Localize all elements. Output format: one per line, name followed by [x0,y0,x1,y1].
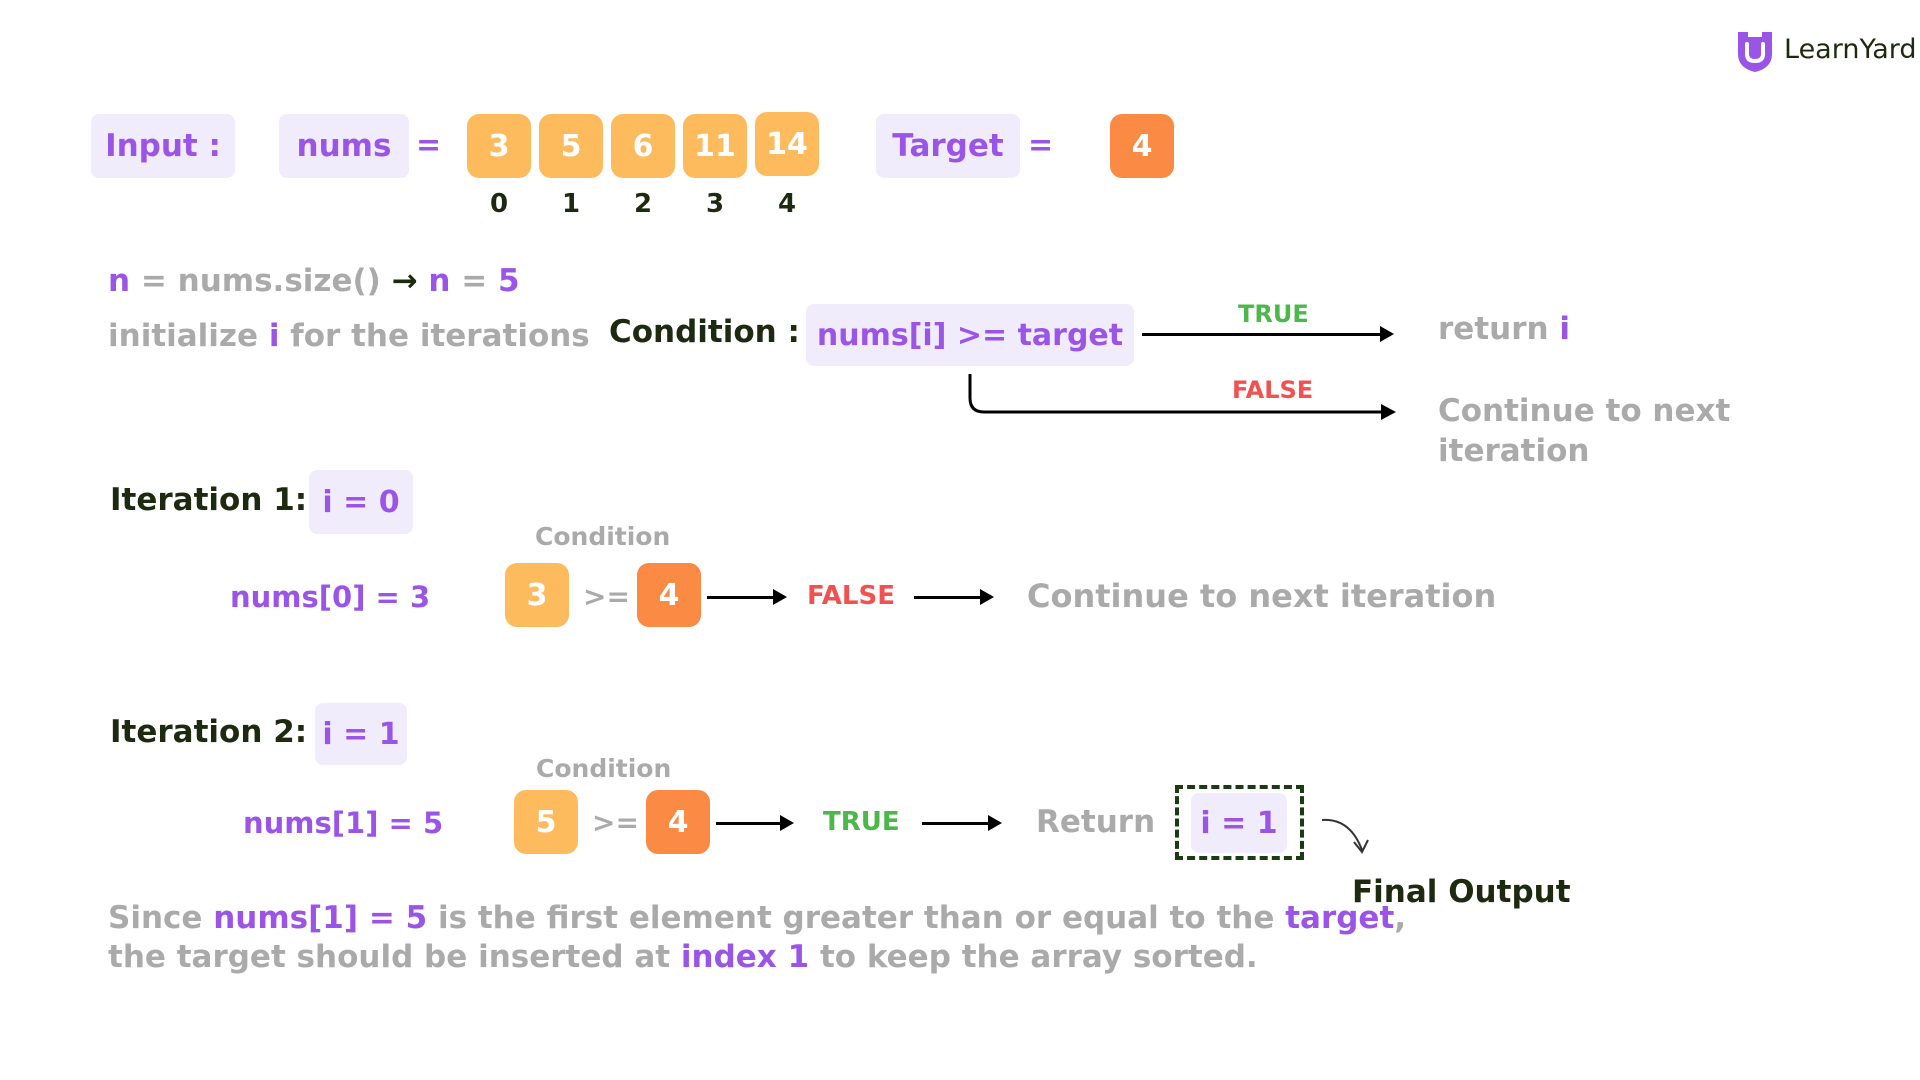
setup-n2: n [428,263,451,299]
conclusion-p5: to keep the array sorted. [819,939,1258,975]
iteration2-right: 4 [646,790,710,854]
setup-arrow: → [391,263,418,299]
nums-label: nums [279,114,409,178]
iteration1-condition-caption: Condition [535,522,671,551]
iteration1-label: Iteration 1: [110,482,308,518]
conclusion-line-1: Since nums[1] = 5 is the first element g… [108,900,1406,936]
iteration2-i: i = 1 [315,703,407,765]
nums-index-4: 4 [777,189,797,219]
iteration1-arrowhead-2 [980,589,994,605]
final-output-curved-arrow [1321,818,1369,854]
iteration2-arrowhead-1 [780,815,794,831]
setup-val: 5 [498,263,520,299]
condition-label: Condition : [609,314,800,350]
condition-true-result: return i [1438,311,1570,347]
nums-cell-0: 3 [467,114,531,178]
conclusion-h2: target [1285,900,1395,936]
brand-name: LearnYard [1784,34,1917,65]
iteration2-op: >= [592,806,639,839]
iteration2-label: Iteration 2: [110,714,308,750]
conclusion-p2: is the first element greater than or equ… [437,900,1275,936]
final-output-label: Final Output [1352,874,1571,910]
condition-true-label: TRUE [1238,300,1309,328]
setup-n: n [108,263,131,299]
condition-expr: nums[i] >= target [806,304,1134,366]
iteration1-op: >= [583,580,630,613]
iteration1-left: 3 [505,563,569,627]
iteration2-outcome: Return [1036,804,1156,840]
target-equals: = [1028,128,1054,163]
nums-index-1: 1 [561,189,581,219]
conclusion-p1: Since [108,900,203,936]
brand-logo: LearnYard [1734,28,1917,74]
iteration2-return-value: i = 1 [1191,793,1287,853]
setup-line-1: n = nums.size() → n = 5 [108,263,520,299]
iteration1-right: 4 [637,563,701,627]
iteration1-result: FALSE [807,581,895,611]
conclusion-line-2: the target should be inserted at index 1… [108,939,1258,975]
condition-false-arrow [968,374,1396,420]
iteration2-lhs: nums[1] = 5 [243,806,444,840]
condition-false-result-line1: Continue to next [1438,393,1731,429]
condition-false-label: FALSE [1232,376,1314,404]
iteration1-outcome: Continue to next iteration [1027,577,1497,615]
nums-cell-1: 5 [539,114,603,178]
nums-cell-4: 14 [755,112,819,176]
iteration1-i: i = 0 [309,470,413,534]
iteration2-left: 5 [514,790,578,854]
iteration2-arrow-2 [922,822,990,825]
shield-u-icon [1738,32,1772,72]
setup-eq2: = [461,263,488,299]
setup-var: i [268,318,280,354]
nums-index-0: 0 [489,189,509,219]
iteration1-arrow-2 [914,596,982,599]
conclusion-p4: the target should be inserted at [108,939,671,975]
nums-index-2: 2 [633,189,653,219]
return-text: return [1438,311,1549,347]
final-output-box [1175,785,1304,860]
iteration2-arrow-1 [716,822,782,825]
nums-cell-2: 6 [611,114,675,178]
iteration2-result: TRUE [823,807,900,837]
conclusion-p3: , [1394,900,1407,936]
iteration1-lhs: nums[0] = 3 [230,580,431,614]
nums-cell-3: 11 [683,114,747,178]
setup-line-2: initialize i for the iterations [108,318,590,354]
nums-index-3: 3 [705,189,725,219]
nums-equals: = [416,128,442,163]
setup-eq: = [140,263,167,299]
return-var: i [1559,311,1570,347]
target-label: Target [876,114,1020,178]
target-cell: 4 [1110,114,1174,178]
setup-expr: nums.size() [177,263,381,299]
iteration2-condition-caption: Condition [536,754,672,783]
condition-true-arrowhead [1380,326,1394,342]
conclusion-h3: index 1 [680,939,810,975]
iteration1-arrowhead-1 [773,589,787,605]
iteration2-arrowhead-2 [988,815,1002,831]
input-label: Input : [91,114,235,178]
condition-false-result-line2: iteration [1438,433,1590,469]
setup-prefix: initialize [108,318,259,354]
setup-suffix: for the iterations [290,318,590,354]
conclusion-h1: nums[1] = 5 [213,900,428,936]
condition-true-arrow [1142,333,1382,336]
iteration1-arrow-1 [707,596,775,599]
